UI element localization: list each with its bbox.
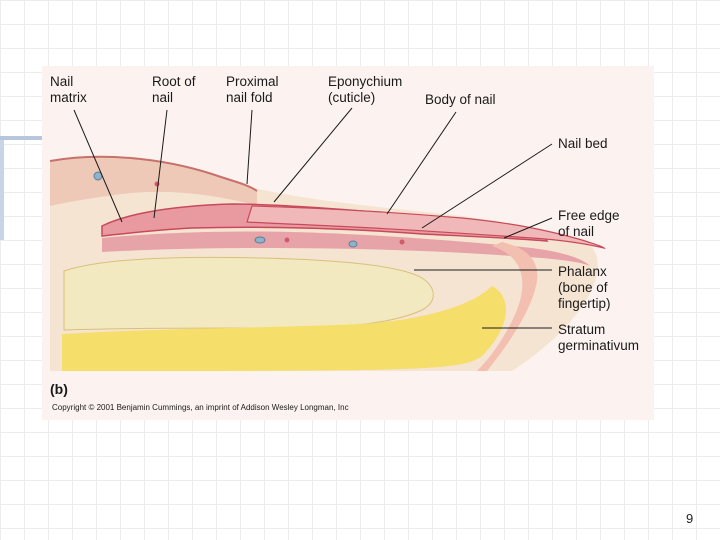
nail-diagram-figure: Nail matrix Root of nail Proximal nail f… <box>42 66 654 420</box>
slide-accent-bar-vertical <box>0 140 4 240</box>
label-nail-matrix: Nail matrix <box>50 74 87 106</box>
label-body-of-nail: Body of nail <box>425 92 496 108</box>
label-stratum-germinativum: Stratum germinativum <box>558 322 639 354</box>
label-root-of-nail: Root of nail <box>152 74 196 106</box>
blood-vessel <box>255 237 265 243</box>
label-eponychium: Eponychium (cuticle) <box>328 74 402 106</box>
panel-letter: (b) <box>50 381 68 397</box>
slide-number: 9 <box>686 511 693 526</box>
label-nail-bed: Nail bed <box>558 136 608 152</box>
blood-vessel <box>285 238 290 243</box>
label-proximal-nail-fold: Proximal nail fold <box>226 74 279 106</box>
label-phalanx: Phalanx (bone of fingertip) <box>558 264 611 312</box>
label-free-edge: Free edge of nail <box>558 208 620 240</box>
slide-accent-bar <box>0 136 48 140</box>
copyright-notice: Copyright © 2001 Benjamin Cummings, an i… <box>52 403 349 412</box>
blood-vessel <box>400 240 405 245</box>
blood-vessel <box>349 241 357 247</box>
nail-illustration <box>42 66 654 420</box>
phalanx-bone <box>64 257 433 330</box>
